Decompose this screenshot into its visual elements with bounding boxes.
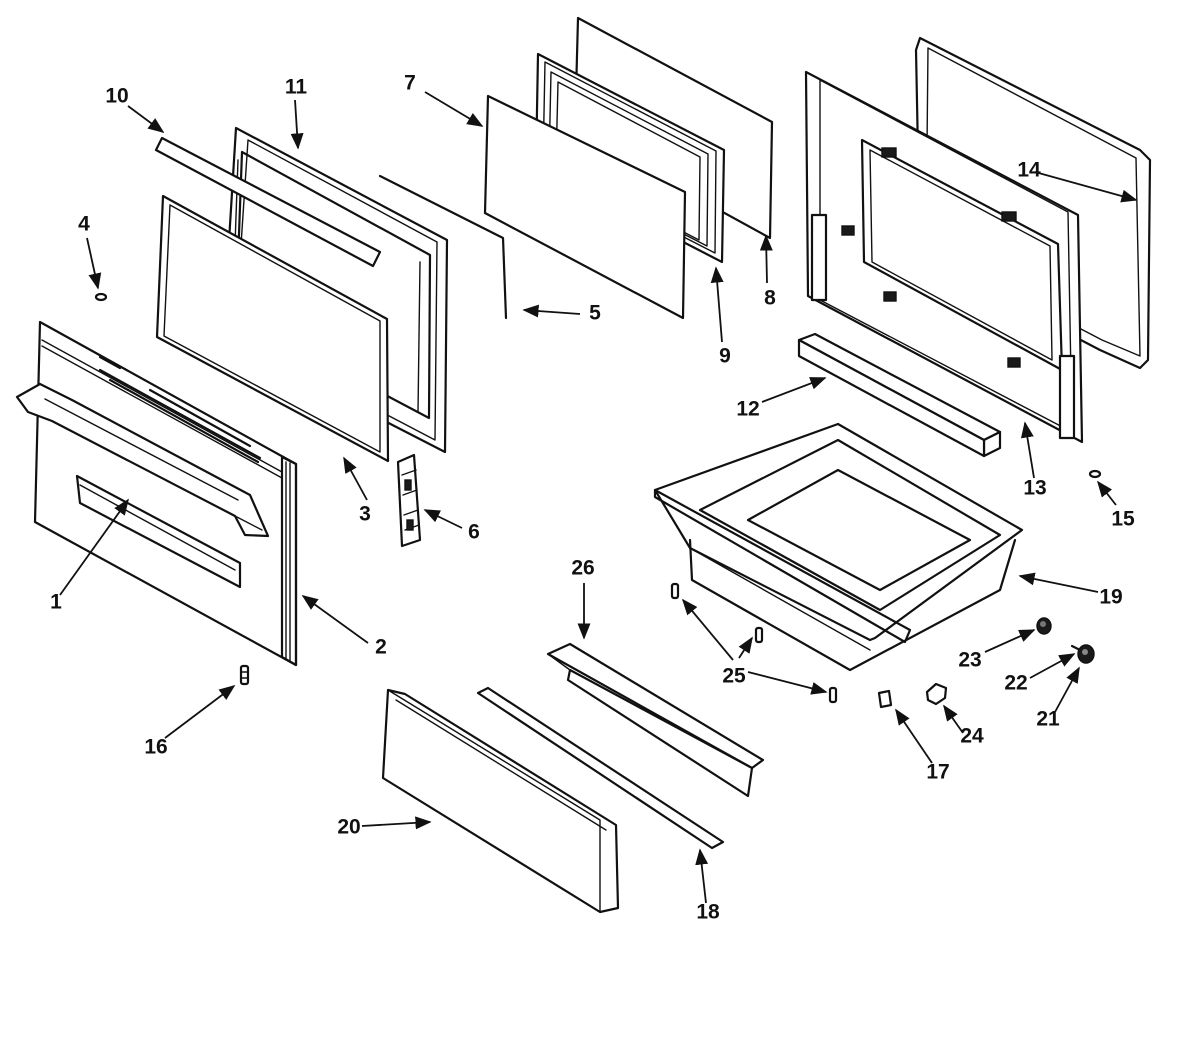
part-2-outer-door-panel — [33, 320, 298, 667]
callout-22: 22 — [1004, 672, 1027, 695]
callout-25: 25 — [722, 665, 746, 688]
part-16-screw — [239, 664, 250, 686]
callout-6: 6 — [468, 521, 480, 544]
callout-24: 24 — [960, 725, 984, 748]
callout-20: 20 — [337, 816, 360, 839]
part-19-drawer-pan — [653, 422, 1024, 672]
callout-4: 4 — [78, 213, 90, 236]
vent-slots — [98, 355, 262, 464]
callout-14: 14 — [1017, 159, 1041, 182]
callout-labels: 1 2 3 4 5 6 7 8 9 10 11 12 13 14 15 16 1… — [50, 72, 1135, 924]
callout-11: 11 — [285, 76, 308, 99]
part-26-drawer-rail — [546, 642, 765, 798]
part-20-drawer-front — [381, 688, 620, 914]
callout-13: 13 — [1023, 477, 1046, 500]
part-18-bottom-trim — [476, 686, 725, 850]
callout-10: 10 — [105, 85, 128, 108]
part-3-door-glass — [155, 194, 390, 463]
part-10-top-trim — [154, 136, 382, 268]
part-15-screw — [1088, 469, 1102, 479]
part-25-screws — [670, 582, 838, 704]
part-1-door-handle — [15, 382, 270, 538]
callout-2: 2 — [375, 636, 387, 659]
callout-26: 26 — [571, 557, 594, 580]
part-13-inner-frame — [804, 70, 1084, 444]
callout-8: 8 — [764, 287, 776, 310]
callout-19: 19 — [1099, 586, 1122, 609]
callout-12: 12 — [736, 398, 759, 421]
part-17-clip — [877, 689, 893, 709]
callout-1: 1 — [50, 591, 62, 614]
callout-21: 21 — [1036, 708, 1060, 731]
callout-9: 9 — [719, 345, 731, 368]
callout-15: 15 — [1111, 508, 1135, 531]
part-7-inner-glass — [483, 94, 687, 320]
part-6-hinge-bracket — [396, 453, 422, 548]
callout-7: 7 — [404, 72, 416, 95]
callout-18: 18 — [696, 901, 720, 924]
part-4-screw — [94, 292, 108, 302]
leader-lines — [59, 91, 1138, 904]
part-24-roller — [925, 682, 948, 706]
callout-23: 23 — [958, 649, 981, 672]
part-12-insulation-strip — [797, 332, 1002, 458]
callout-16: 16 — [144, 736, 167, 759]
callout-17: 17 — [926, 761, 949, 784]
part-23-wheel — [1036, 617, 1052, 635]
callout-3: 3 — [359, 503, 371, 526]
part-21-22-bolt-nut — [1070, 644, 1095, 664]
callout-5: 5 — [589, 302, 601, 325]
part-5-seal-strip — [378, 174, 508, 320]
